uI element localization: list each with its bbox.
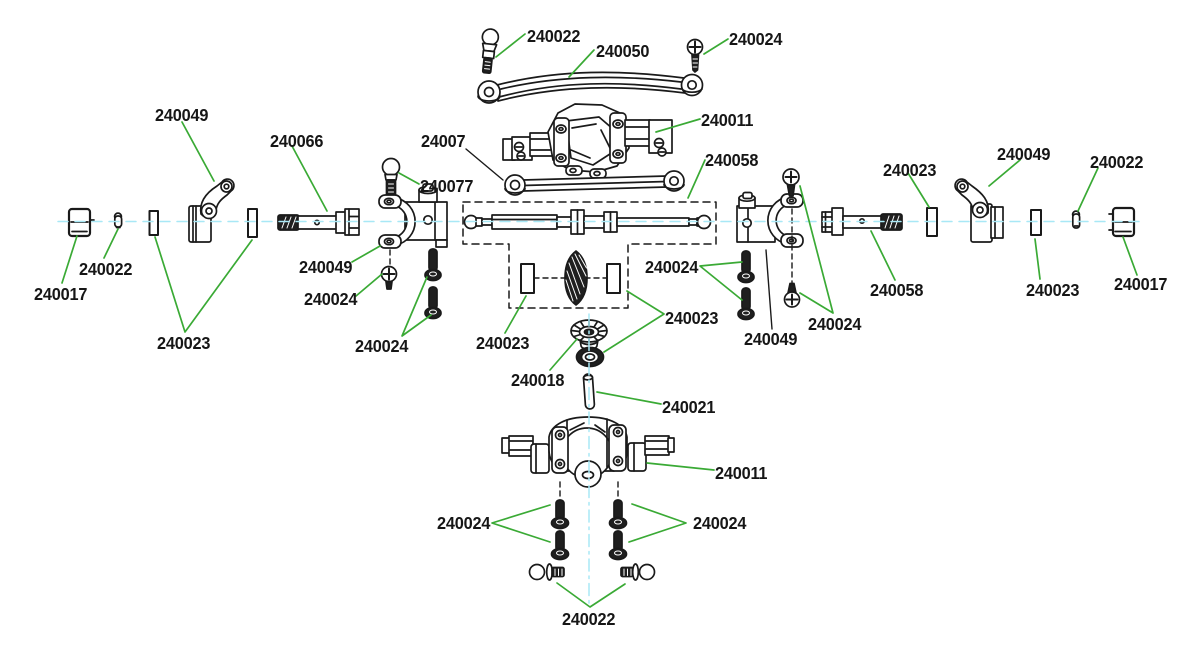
diff-bearing-right-drawing bbox=[606, 263, 621, 294]
part-label-yoke-left: 240049 bbox=[299, 257, 353, 277]
part-label-steering-link: 240050 bbox=[596, 41, 650, 61]
part-label-bearings-left: 240023 bbox=[157, 333, 211, 353]
part-label-screws-center-right: 240024 bbox=[645, 257, 699, 277]
ball-studs-bottom-drawing bbox=[528, 563, 656, 581]
knuckle-left-drawing bbox=[188, 178, 235, 243]
part-label-pin-center: 240021 bbox=[662, 397, 716, 417]
part-label-axle-left: 240066 bbox=[270, 131, 324, 151]
part-label-driveshaft-box: 240058 bbox=[705, 150, 759, 170]
part-label-pan-screws-right: 240024 bbox=[808, 314, 862, 334]
part-label-top-ball-stud: 240022 bbox=[527, 26, 581, 46]
part-label-pin-left: 240022 bbox=[79, 259, 133, 279]
part-label-pinion-gear: 240018 bbox=[511, 370, 565, 390]
ball-stud-top-drawing bbox=[481, 28, 500, 74]
part-label-bearing-right-inner: 240023 bbox=[1026, 280, 1080, 300]
part-label-housing-bottom: 240011 bbox=[715, 463, 768, 483]
ring-gear-drawing bbox=[564, 250, 588, 306]
bearing-left-outer-drawing bbox=[148, 210, 159, 236]
driveshaft-dashed-box bbox=[462, 201, 717, 309]
leader-lines bbox=[61, 33, 1138, 608]
screws-bottom-left-drawing bbox=[550, 499, 570, 561]
pan-screw-left-drawing bbox=[380, 265, 398, 290]
part-label-screws-left: 240024 bbox=[355, 336, 409, 356]
part-label-yoke-right: 240049 bbox=[744, 329, 798, 349]
yoke-right-drawing bbox=[736, 191, 804, 284]
screw-top-drawing bbox=[686, 38, 704, 73]
axle-housing-bottom-drawing bbox=[501, 416, 675, 488]
part-label-ball-stud-yoke-left: 240077 bbox=[420, 176, 474, 196]
part-label-hex-left: 240017 bbox=[34, 284, 88, 304]
screws-bottom-right-drawing bbox=[608, 499, 628, 561]
diff-bearing-left-drawing bbox=[520, 263, 535, 294]
part-label-knuckle-left: 240049 bbox=[155, 105, 209, 125]
pin-right-drawing bbox=[1071, 210, 1081, 229]
part-label-bearings-center: 240023 bbox=[665, 308, 719, 328]
part-label-pan-screw-left: 240024 bbox=[304, 289, 358, 309]
part-label-bearing-center-left: 240023 bbox=[476, 333, 530, 353]
bearing-right-outer-drawing bbox=[1030, 209, 1042, 236]
axle-housing-top-drawing bbox=[502, 103, 673, 179]
part-label-housing-top: 240011 bbox=[701, 110, 754, 130]
knuckle-right-drawing bbox=[954, 178, 1004, 243]
part-label-knuckle-right: 240049 bbox=[997, 144, 1051, 164]
part-label-tie-rod: 24007 bbox=[421, 131, 466, 151]
part-label-screws-bottom-right: 240024 bbox=[693, 513, 747, 533]
pan-screw-right-bottom-drawing bbox=[783, 282, 801, 308]
socket-screws-left-drawing bbox=[424, 248, 442, 320]
socket-screws-right-drawing bbox=[737, 250, 755, 321]
part-label-screws-bottom-left: 240024 bbox=[437, 513, 491, 533]
pinion-bearing-drawing bbox=[575, 346, 605, 368]
steering-link-drawing bbox=[477, 71, 704, 104]
part-label-top-screw: 240024 bbox=[729, 29, 783, 49]
part-label-axle-right: 240058 bbox=[870, 280, 924, 300]
wheel-hex-left-drawing bbox=[67, 207, 95, 238]
yoke-left-drawing bbox=[378, 183, 448, 265]
pin-left-drawing bbox=[113, 212, 123, 229]
part-label-pin-right: 240022 bbox=[1090, 152, 1144, 172]
part-label-ball-studs-bottom: 240022 bbox=[562, 609, 616, 629]
housing-screw-dashed-lines bbox=[559, 481, 619, 499]
ball-stud-yoke-left-drawing bbox=[381, 157, 401, 197]
part-label-hex-right: 240017 bbox=[1114, 274, 1168, 294]
pan-screw-right-top-drawing bbox=[782, 168, 800, 197]
bearing-left-inner-drawing bbox=[247, 208, 258, 238]
part-label-bearing-right-top: 240023 bbox=[883, 160, 937, 180]
tie-rod-drawing bbox=[504, 170, 685, 196]
